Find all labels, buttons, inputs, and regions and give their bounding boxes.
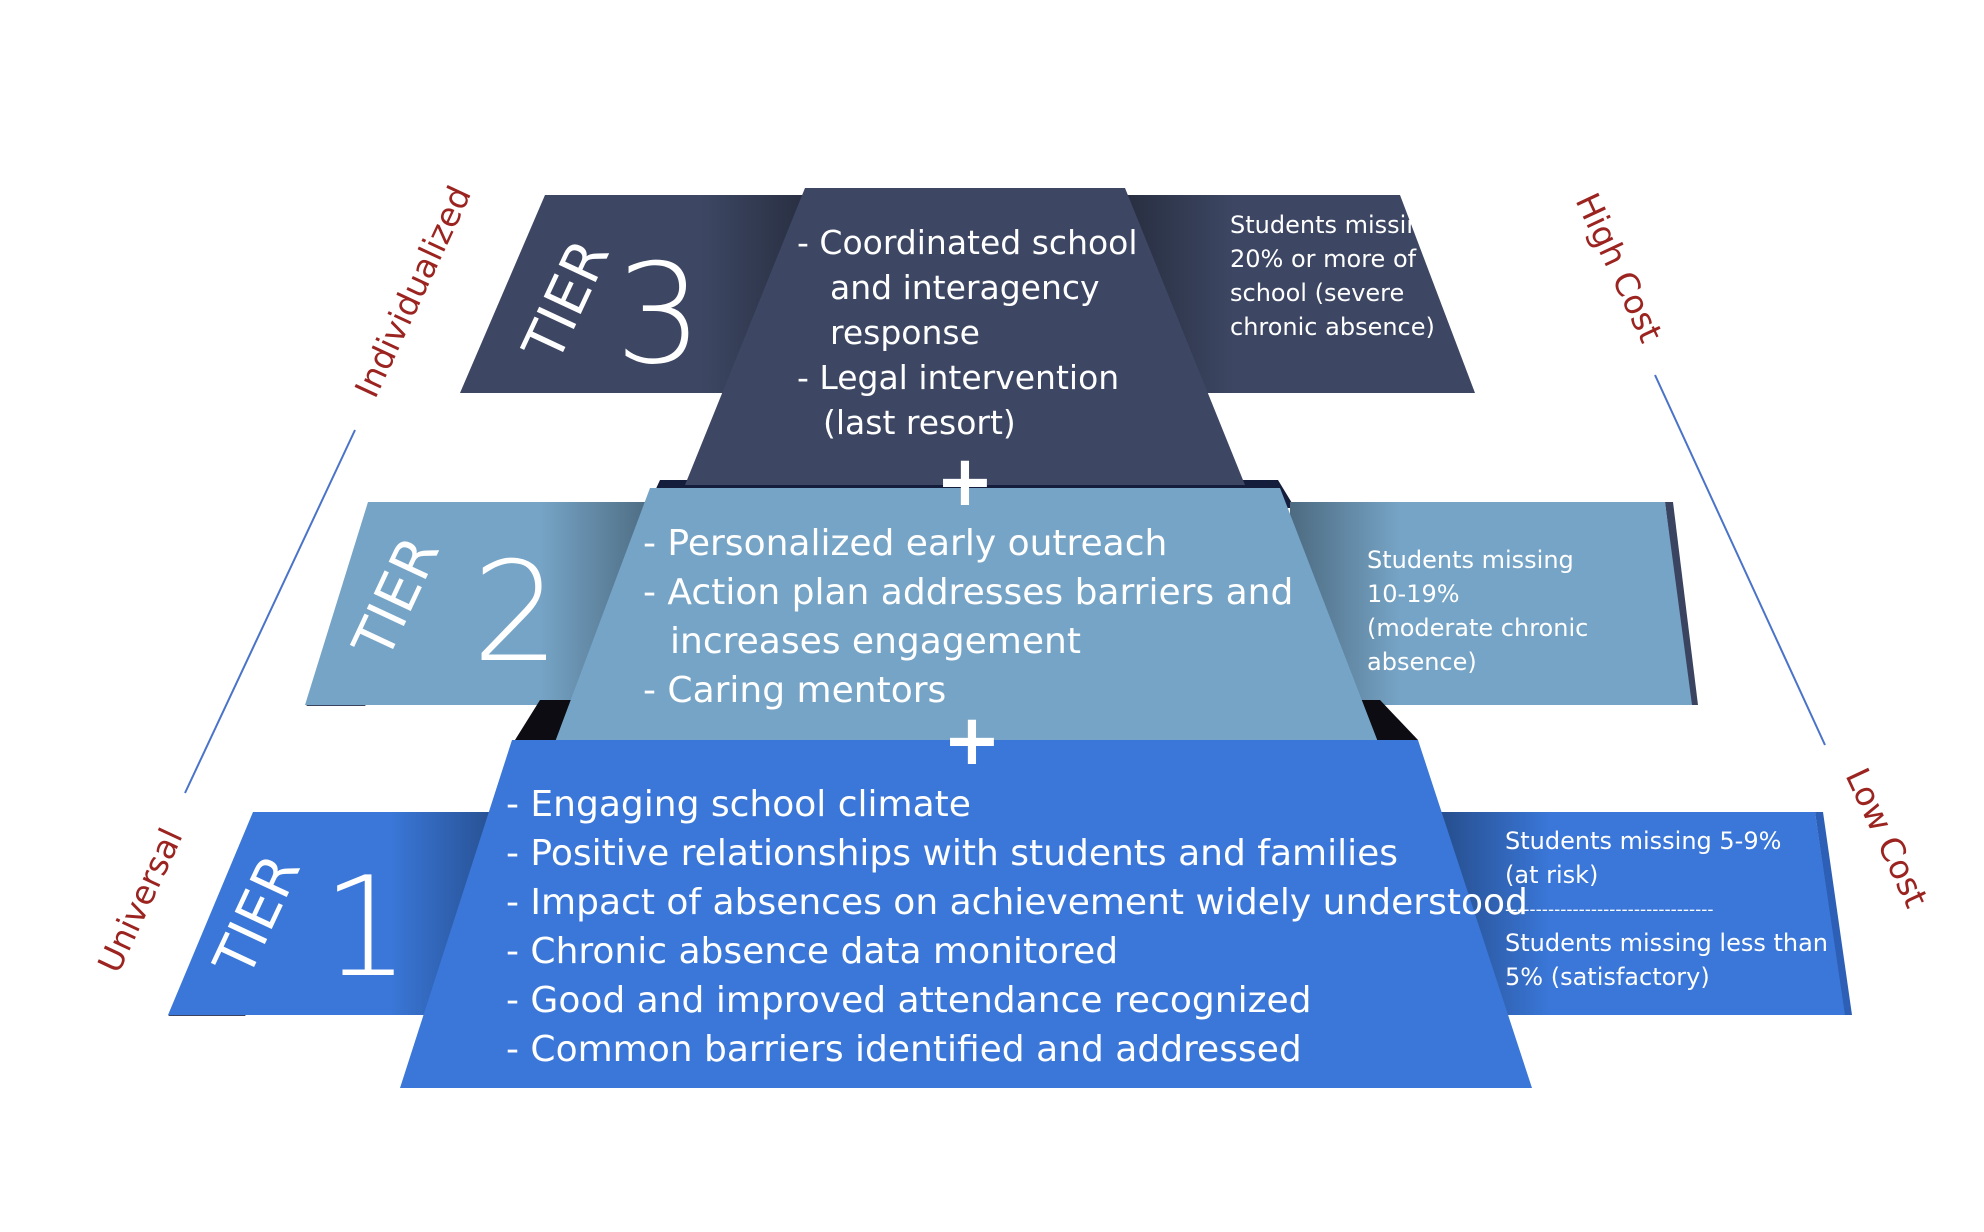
tier-1-item-6: - Common barriers identified and address… — [506, 1029, 1302, 1070]
high-cost-label: High Cost — [1568, 187, 1671, 348]
tier-3: TIER 3 - Coordinated school and interage… — [460, 188, 1475, 508]
individualized-label: Individualized — [347, 180, 479, 404]
tier-1-item-4: - Chronic absence data monitored — [506, 931, 1118, 972]
svg-text:chronic absence): chronic absence) — [1230, 313, 1435, 341]
svg-text:5% (satisfactory): 5% (satisfactory) — [1505, 963, 1710, 991]
tier-3-item-2-cont: (last resort) — [823, 403, 1016, 442]
tier-3-item-2: - Legal intervention — [797, 358, 1119, 397]
svg-text:absence): absence) — [1367, 648, 1477, 676]
right-axis-line — [1654, 374, 1826, 746]
svg-text:Students missing less than: Students missing less than — [1505, 929, 1828, 957]
tier-2-item-2: - Action plan addresses barriers and — [643, 572, 1293, 613]
universal-label: Universal — [90, 822, 191, 978]
svg-text:Students missing 5-9%: Students missing 5-9% — [1505, 827, 1781, 855]
tier-3-number: 3 — [615, 234, 703, 395]
svg-text:10-19%: 10-19% — [1367, 580, 1460, 608]
tier-1-number: 1 — [322, 847, 410, 1008]
tier-1-trapezoid — [400, 740, 1532, 1088]
tier-1-note-divider: ---------------------------------- — [1505, 900, 1714, 920]
tier-2-item-3: - Caring mentors — [643, 670, 946, 711]
tier-1-note: Students missing 5-9% (at risk) --------… — [1505, 827, 1828, 991]
tier-2: TIER 2 - Personalized early outreach - A… — [305, 488, 1698, 742]
tier-3-trapezoid — [685, 188, 1245, 485]
plus-sign-lower: + — [943, 699, 1002, 781]
tier-3-note: Students missing 20% or more of school (… — [1230, 211, 1437, 341]
tier-1-item-2: - Positive relationships with students a… — [506, 833, 1398, 874]
left-axis-line — [184, 429, 356, 794]
tier-2-number: 2 — [472, 532, 560, 693]
tier-2-trapezoid — [555, 488, 1378, 742]
svg-text:school (severe: school (severe — [1230, 279, 1404, 307]
tier-1-item-1: - Engaging school climate — [506, 784, 971, 825]
tier-3-item-1: - Coordinated school — [797, 223, 1138, 262]
tier-2-item-2-cont: increases engagement — [670, 621, 1081, 662]
tier-1-item-5: - Good and improved attendance recognize… — [506, 980, 1311, 1021]
tier-3-item-1-cont-a: and interagency — [830, 268, 1100, 307]
plus-sign-upper: + — [936, 440, 995, 522]
tier-2-item-1: - Personalized early outreach — [643, 523, 1167, 564]
svg-text:Students missing: Students missing — [1230, 211, 1437, 239]
tier-3-item-1-cont-b: response — [830, 313, 980, 352]
svg-text:Students missing: Students missing — [1367, 546, 1574, 574]
tier-1: TIER 1 - Engaging school climate - Posit… — [168, 740, 1852, 1088]
svg-text:20% or more of: 20% or more of — [1230, 245, 1417, 273]
tier-2-note: Students missing 10-19% (moderate chroni… — [1367, 546, 1588, 676]
low-cost-label: Low Cost — [1838, 762, 1936, 913]
svg-text:(at risk): (at risk) — [1505, 861, 1598, 889]
tier-1-item-3: - Impact of absences on achievement wide… — [506, 882, 1528, 923]
svg-text:(moderate chronic: (moderate chronic — [1367, 614, 1588, 642]
